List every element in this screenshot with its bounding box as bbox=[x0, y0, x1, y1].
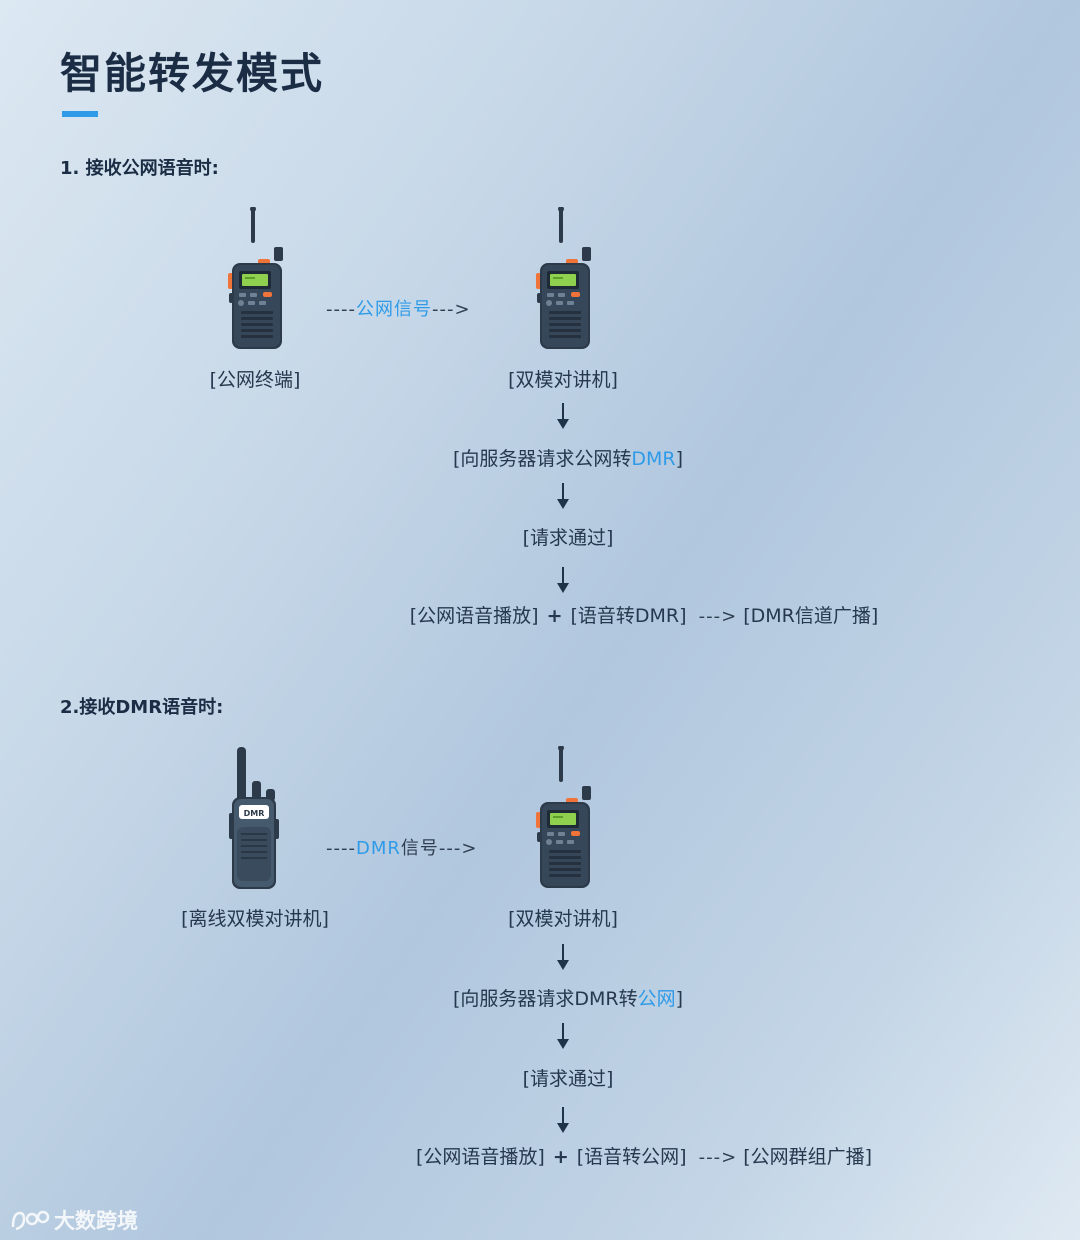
watermark-text: 大数跨境 bbox=[54, 1209, 138, 1233]
step-broadcast-dmr-channel: [公网语音播放]+[语音转DMR] --->[DMR信道广播] bbox=[409, 605, 879, 627]
arrow-down-icon bbox=[556, 1023, 570, 1049]
arrow-down-icon bbox=[556, 483, 570, 509]
dmr-signal-arrow: ----DMR信号---> bbox=[326, 838, 478, 859]
step-request-approved: [请求通过] bbox=[522, 1068, 614, 1090]
arrow-down-icon bbox=[556, 403, 570, 429]
page-title: 智能转发模式 bbox=[60, 49, 325, 98]
dual-mode-radio-icon bbox=[536, 746, 591, 888]
step-request-public-to-dmr: [向服务器请求公网转DMR] bbox=[452, 448, 684, 470]
public-signal-label: 公网信号 bbox=[355, 299, 432, 320]
public-terminal-label: [公网终端] bbox=[209, 369, 301, 391]
public-signal-arrow: ----公网信号---> bbox=[326, 299, 471, 320]
arrow-down-icon bbox=[556, 1107, 570, 1133]
brand-logo-icon bbox=[11, 1210, 50, 1231]
arrow-down-icon bbox=[556, 944, 570, 970]
watermark: 大数跨境 bbox=[10, 1205, 138, 1235]
offline-dual-mode-radio-label: [离线双模对讲机] bbox=[181, 908, 329, 930]
offline-dmr-radio-icon: DMR bbox=[229, 747, 279, 889]
dmr-badge: DMR bbox=[244, 809, 265, 818]
step-request-dmr-to-public: [向服务器请求DMR转公网] bbox=[452, 988, 684, 1010]
section1-heading: 1. 接收公网语音时: bbox=[60, 158, 219, 179]
arrow-down-icon bbox=[556, 567, 570, 593]
public-terminal-radio-icon bbox=[228, 207, 283, 349]
title-underline bbox=[62, 111, 98, 117]
dual-mode-radio-label: [双模对讲机] bbox=[508, 369, 618, 391]
dual-mode-radio-label: [双模对讲机] bbox=[508, 908, 618, 930]
step-broadcast-public-group: [公网语音播放]+[语音转公网] --->[公网群组广播] bbox=[415, 1146, 873, 1168]
dual-mode-radio-icon bbox=[536, 207, 591, 349]
step-request-approved: [请求通过] bbox=[522, 527, 614, 549]
section2-heading: 2.接收DMR语音时: bbox=[60, 697, 224, 718]
